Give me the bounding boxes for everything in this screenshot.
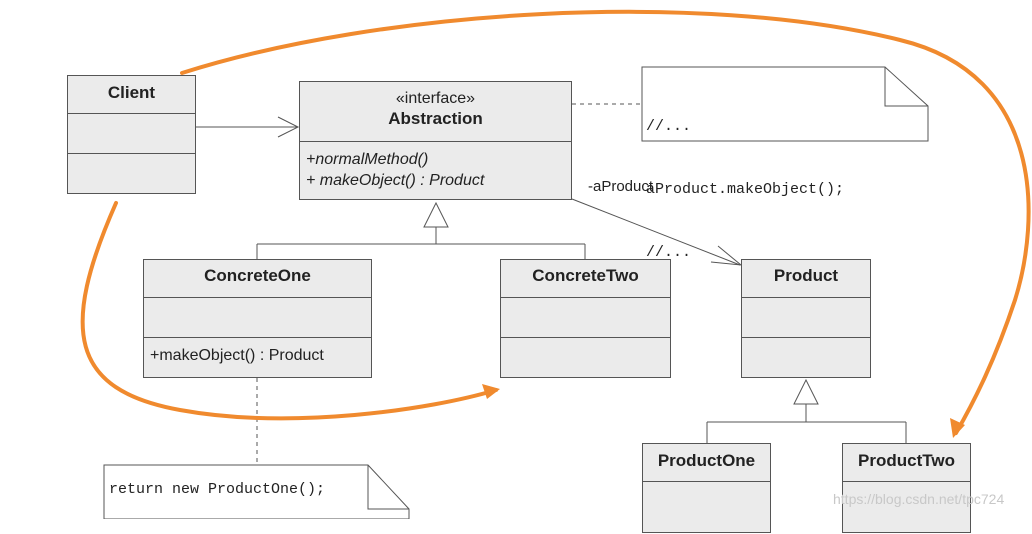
class-concrete-two-name: ConcreteTwo <box>532 266 639 285</box>
class-concrete-two[interactable]: ConcreteTwo <box>500 259 671 378</box>
abstraction-note: //... aProduct.makeObject(); //... <box>646 74 844 305</box>
class-concrete-two-operations <box>501 337 670 377</box>
class-concrete-one-operations: +makeObject() : Product <box>144 337 371 377</box>
class-abstraction[interactable]: «interface» Abstraction +normalMethod() … <box>299 81 572 200</box>
class-abstraction-name: Abstraction <box>388 109 483 128</box>
class-concrete-one[interactable]: ConcreteOne +makeObject() : Product <box>143 259 372 378</box>
note-line: aProduct.makeObject(); <box>646 181 845 198</box>
client-to-concretetwo-arrowhead <box>482 384 500 399</box>
class-product-one-attributes <box>643 481 770 534</box>
class-product-one-name: ProductOne <box>657 451 756 470</box>
connectors-layer <box>80 9 1031 519</box>
watermark: https://blog.csdn.net/tpc724 <box>833 491 1005 507</box>
abstraction-product-line <box>571 198 741 266</box>
class-concrete-one-name: ConcreteOne <box>204 266 311 285</box>
class-product-two[interactable]: ProductTwo <box>842 443 971 533</box>
class-client[interactable]: Client <box>67 75 196 194</box>
class-product-operations <box>742 337 870 377</box>
concrete-one-note-fold <box>367 465 409 510</box>
abstraction-note-shape <box>641 66 929 142</box>
abstraction-stereotype: «interface» <box>395 90 476 107</box>
class-product-name: Product <box>773 266 839 285</box>
class-product-attributes <box>742 297 870 337</box>
class-product[interactable]: Product <box>741 259 871 378</box>
client-to-producttwo-orange-arrow <box>180 9 1031 435</box>
concrete-one-operation: +makeObject() : Product <box>150 347 324 364</box>
class-client-name: Client <box>107 83 156 102</box>
abstraction-operation: +normalMethod() <box>306 151 429 168</box>
abstraction-generalization-triangle <box>423 201 449 228</box>
class-abstraction-operations: +normalMethod() + makeObject() : Product <box>300 141 571 199</box>
product-generalization-triangle <box>793 378 819 405</box>
concrete-one-note-shape <box>103 464 410 519</box>
association-label: -aProduct <box>588 178 654 195</box>
class-product-two-attributes <box>843 481 970 534</box>
class-client-attributes <box>68 113 195 153</box>
abstraction-operation: + makeObject() : Product <box>306 172 485 189</box>
uml-diagram: Client «interface» Abstraction +normalMe… <box>67 9 1031 533</box>
class-client-operations <box>68 153 195 193</box>
client-to-producttwo-arrowhead <box>950 418 965 438</box>
abstraction-note-fold <box>884 67 928 107</box>
class-concrete-one-attributes <box>144 297 371 337</box>
note-line: //... <box>646 244 692 261</box>
client-abstraction-arrowhead <box>277 116 300 138</box>
class-concrete-two-attributes <box>501 297 670 337</box>
concrete-one-note: return new ProductOne(); <box>109 481 326 498</box>
note-line: //... <box>646 118 692 135</box>
client-to-concretetwo-orange-arrow <box>80 201 498 421</box>
class-product-one[interactable]: ProductOne <box>642 443 771 533</box>
class-product-two-name: ProductTwo <box>858 451 955 470</box>
